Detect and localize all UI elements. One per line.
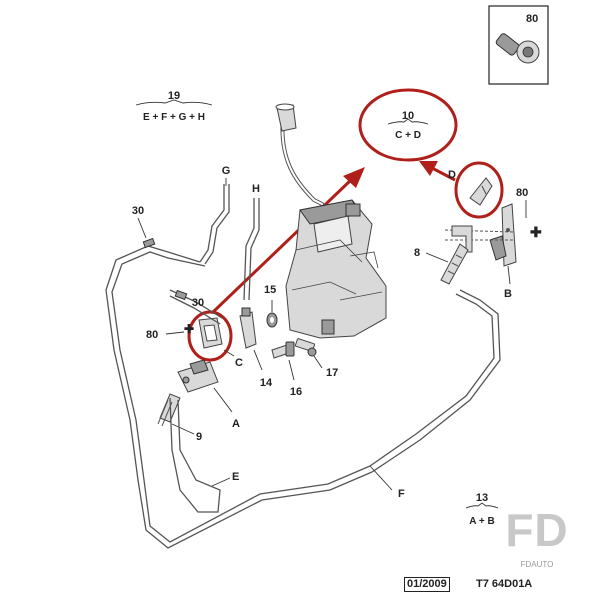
callout-c: C bbox=[235, 357, 243, 369]
watermark-logo: FD FDAUTO bbox=[498, 498, 576, 576]
highlight-circle-10 bbox=[358, 88, 458, 162]
red-arrow-to-10 bbox=[210, 167, 365, 315]
callout-h: H bbox=[252, 183, 260, 195]
callout-e: E bbox=[232, 471, 239, 483]
grommet-15: 15 bbox=[264, 284, 278, 328]
callout-16: 16 bbox=[290, 386, 302, 398]
clip-d: D bbox=[448, 161, 504, 219]
hose-labels: G H 30 30 E F bbox=[132, 165, 405, 500]
reservoir bbox=[275, 103, 387, 339]
callout-15: 15 bbox=[264, 284, 276, 296]
red-arrow-from-d bbox=[419, 161, 456, 182]
callout-13: 13 bbox=[476, 492, 488, 504]
callout-80-left: 80 bbox=[146, 329, 158, 341]
callout-80-top: 80 bbox=[526, 13, 538, 25]
group-callout-13: 13 A + B bbox=[465, 492, 499, 527]
callout-80-right: 80 bbox=[516, 187, 528, 199]
callout-b: B bbox=[504, 288, 512, 300]
connector-14: 14 bbox=[239, 307, 273, 389]
group-callout-19: 19 E + F + G + H bbox=[135, 90, 213, 123]
nozzle-a: A bbox=[177, 359, 240, 430]
pump-8: 8 bbox=[414, 225, 514, 285]
cross-marker-icon: ✚ bbox=[530, 224, 542, 240]
cross-marker-left-icon: ✚ bbox=[184, 322, 194, 336]
callout-19: 19 bbox=[168, 90, 180, 102]
bolt-17: 17 bbox=[294, 338, 338, 379]
callout-80-right-group: 80 ✚ bbox=[516, 187, 542, 240]
callout-17: 17 bbox=[326, 367, 338, 379]
callout-9: 9 bbox=[196, 431, 202, 443]
callout-a: A bbox=[232, 418, 240, 430]
callout-8: 8 bbox=[414, 247, 420, 259]
footer-ref: T7 64D01A bbox=[476, 578, 533, 590]
watermark-letters: FD bbox=[505, 504, 569, 556]
screw-icon bbox=[495, 33, 540, 64]
callout-g: G bbox=[222, 165, 231, 177]
callout-30-mid: 30 bbox=[192, 297, 204, 309]
footer-date: 01/2009 bbox=[404, 577, 450, 592]
callout-f: F bbox=[398, 488, 405, 500]
clip-c: C bbox=[187, 310, 243, 369]
callout-13-sub: A + B bbox=[469, 516, 494, 527]
callout-14: 14 bbox=[260, 377, 273, 389]
callout-30-top: 30 bbox=[132, 205, 144, 217]
watermark-sub: FDAUTO bbox=[520, 560, 554, 569]
bolt-16: 16 bbox=[271, 341, 302, 398]
bracket-b: B bbox=[489, 203, 517, 300]
callout-19-sub: E + F + G + H bbox=[143, 112, 205, 123]
callout-80-left-group: 80 ✚ bbox=[146, 322, 194, 341]
callout-10: 10 bbox=[402, 110, 414, 122]
group-callout-10: 10 C + D bbox=[358, 88, 458, 162]
callout-10-sub: C + D bbox=[395, 130, 421, 141]
highlight-circle-d bbox=[454, 161, 504, 219]
hose-network bbox=[105, 184, 501, 549]
callout-d: D bbox=[448, 169, 456, 181]
screw-inset: 80 bbox=[488, 5, 549, 85]
highlight-circle-c bbox=[187, 310, 233, 362]
